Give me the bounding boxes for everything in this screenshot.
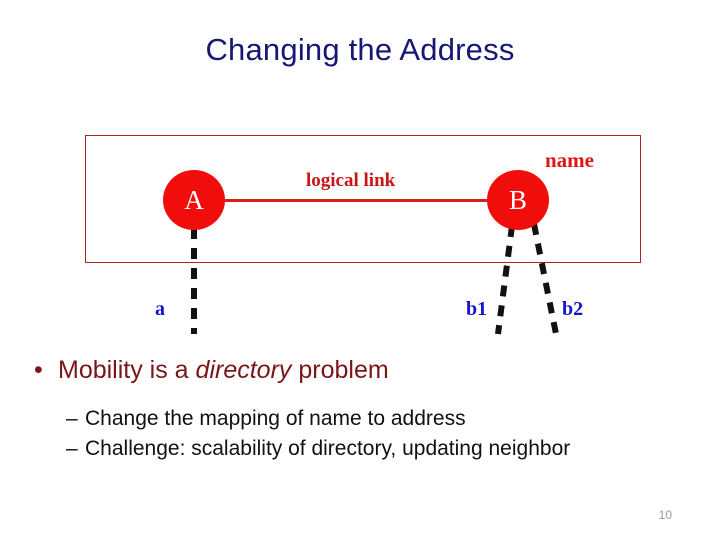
bullet-sub-1: –Change the mapping of name to address (66, 404, 720, 434)
address-label-a: a (155, 298, 165, 320)
bullet-list: • Mobility is a directory problem –Change… (0, 355, 720, 464)
bullet-marker-dash-2: – (66, 437, 78, 461)
logical-link-label: logical link (306, 170, 396, 191)
bullet-main-emphasis: directory (195, 356, 292, 384)
page-number: 10 (658, 508, 672, 522)
node-b[interactable]: B (487, 170, 549, 230)
node-a-label: A (184, 184, 204, 215)
bullet-sub-2: –Challenge: scalability of directory, up… (66, 434, 720, 464)
address-label-b1: b1 (466, 298, 488, 320)
bullet-marker-dash-1: – (66, 407, 78, 431)
logical-link-line (218, 199, 518, 202)
bullet-main-text-before: Mobility is a (58, 356, 196, 384)
network-boundary-box (85, 135, 641, 263)
page-title: Changing the Address (205, 32, 515, 67)
bullet-main-text-after: problem (291, 356, 389, 384)
bullet-sub-2-text: Challenge: scalability of directory, upd… (85, 437, 571, 461)
node-b-label: B (508, 184, 527, 215)
bullet-main: • Mobility is a directory problem (34, 355, 720, 386)
address-label-b2: b2 (562, 298, 584, 320)
network-diagram: A B logical link name a b1 b2 (85, 135, 641, 335)
node-a[interactable]: A (163, 170, 225, 230)
bullet-sub-1-text: Change the mapping of name to address (85, 407, 466, 431)
name-label: name (545, 148, 594, 172)
bullet-marker-dot: • (34, 356, 43, 384)
